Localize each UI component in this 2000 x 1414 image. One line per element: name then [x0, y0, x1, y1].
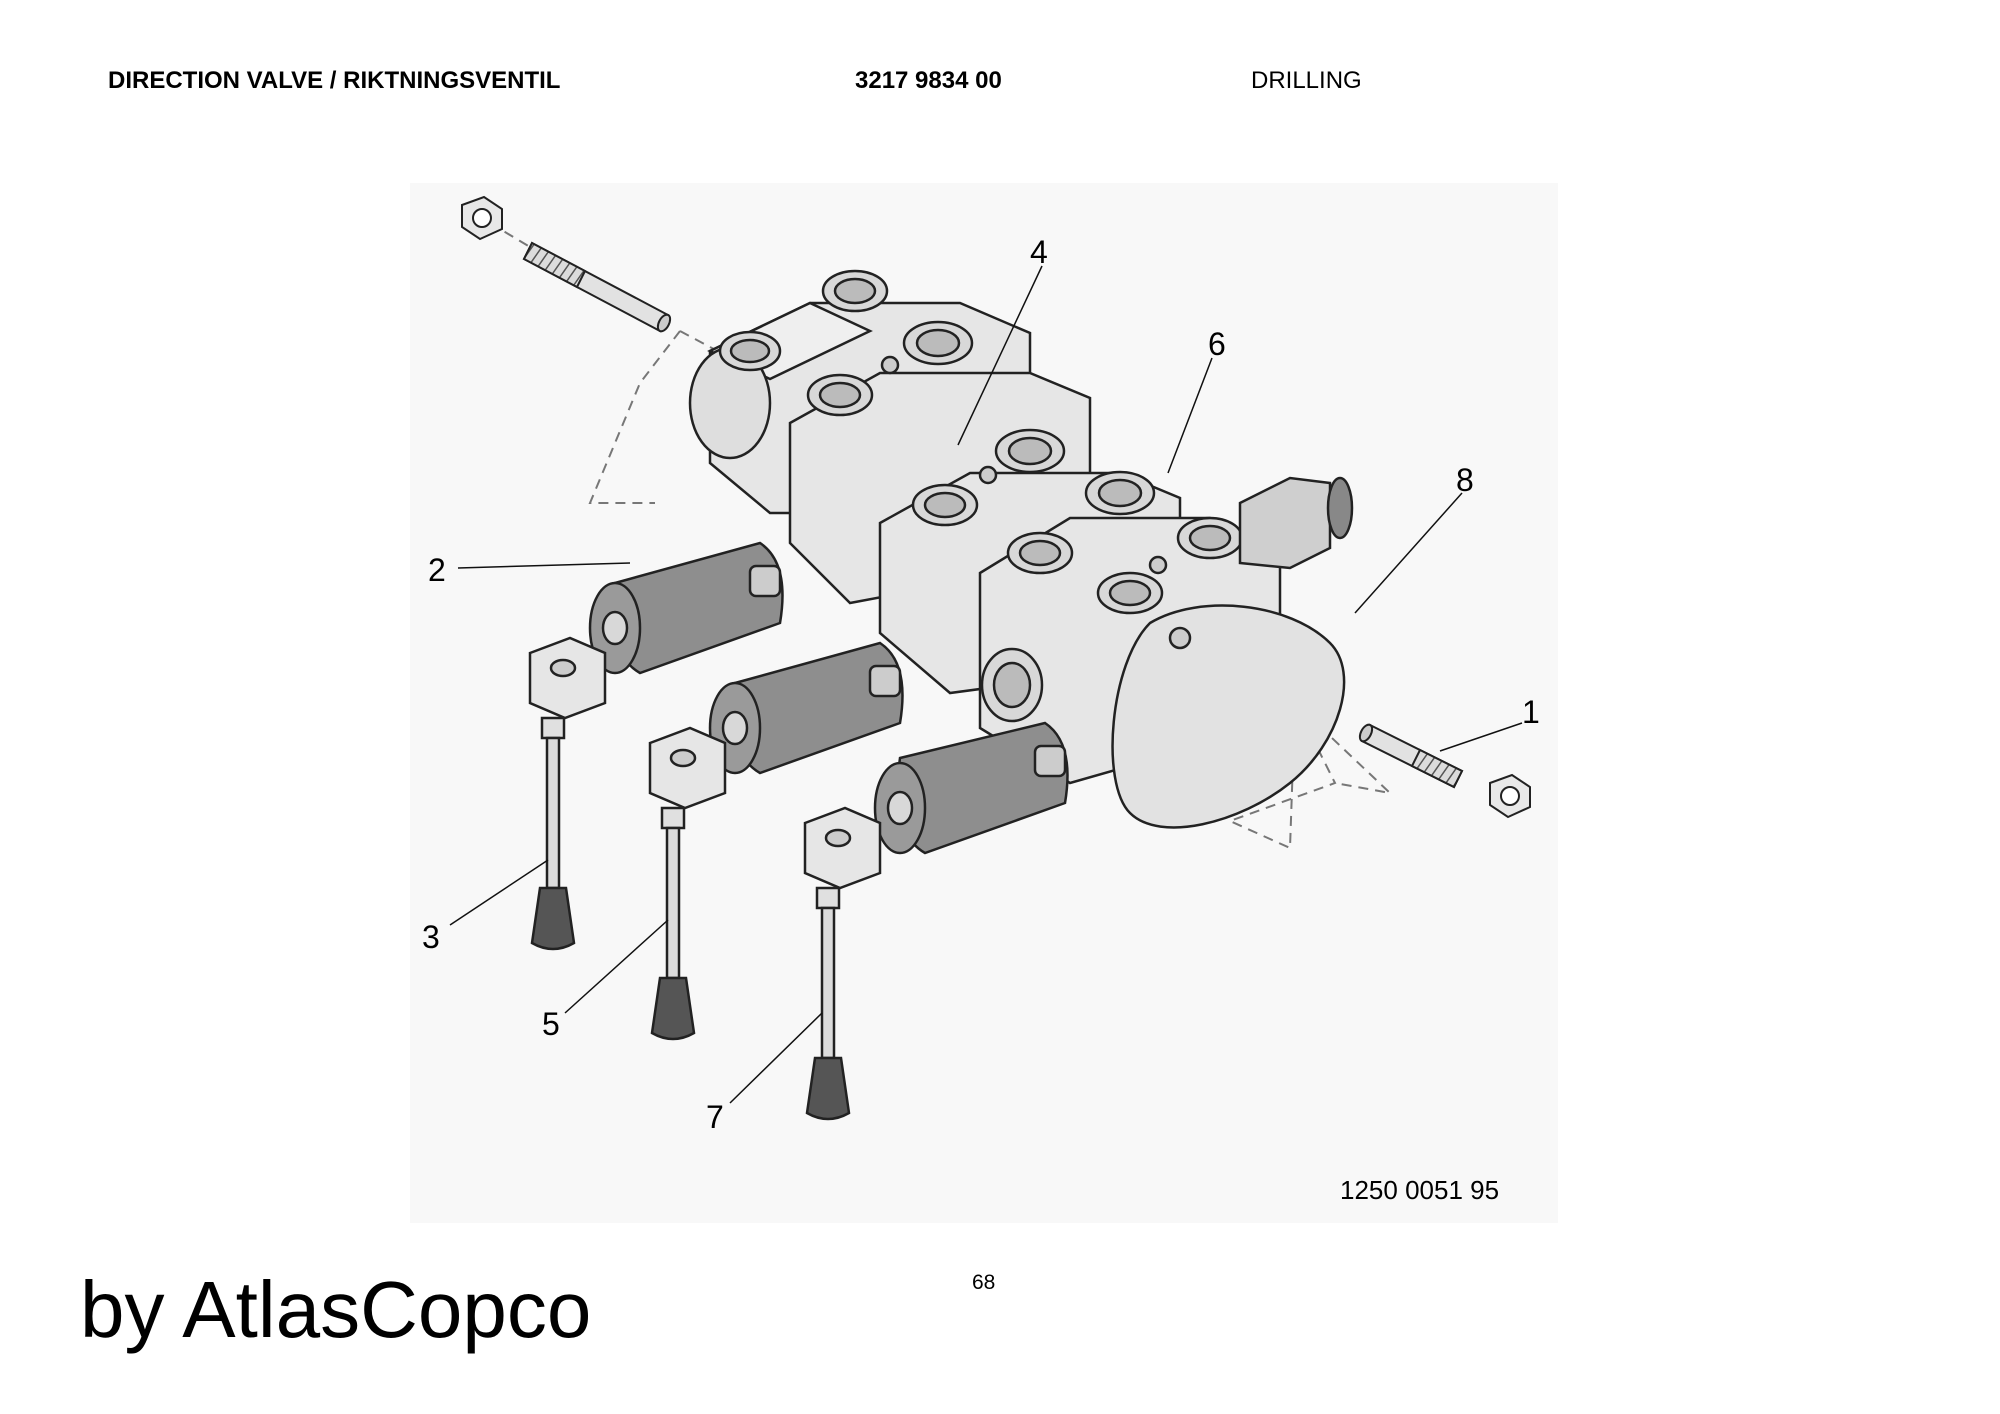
document-title: DIRECTION VALVE / RIKTNINGSVENTIL — [108, 67, 561, 94]
solenoid-right — [873, 721, 1069, 855]
callout-1: 1 — [1522, 694, 1540, 730]
leader-lines — [449, 265, 1523, 1104]
callout-8: 8 — [1456, 462, 1474, 498]
bolt-bottom-right — [1358, 723, 1464, 789]
solenoid-middle — [708, 641, 904, 775]
callout-5: 5 — [542, 1006, 560, 1042]
lever-middle — [648, 726, 727, 1041]
lever-right — [803, 806, 882, 1121]
callout-3: 3 — [422, 919, 440, 955]
bolt-top-left — [522, 241, 672, 333]
part-number: 3217 9834 00 — [855, 67, 1002, 94]
callout-6: 6 — [1208, 326, 1226, 362]
nut-bottom-right — [1489, 773, 1531, 819]
page-number: 68 — [972, 1271, 996, 1294]
direction-valve-drawing: 1 2 3 4 5 6 7 8 — [422, 195, 1540, 1135]
lever-left — [528, 636, 607, 951]
solenoid-left — [588, 541, 784, 675]
callout-4: 4 — [1030, 234, 1048, 270]
exploded-view-figure: 1 2 3 4 5 6 7 8 1250 0051 95 — [410, 183, 1558, 1223]
callout-7: 7 — [706, 1099, 724, 1135]
callout-numbers: 1 2 3 4 5 6 7 8 — [422, 234, 1540, 1135]
end-cover — [1111, 604, 1346, 829]
category-label: DRILLING — [1251, 67, 1362, 94]
nut-top-left — [461, 195, 503, 241]
relief-valve-cartridge — [1238, 476, 1354, 570]
drawing-number: 1250 0051 95 — [1340, 1175, 1500, 1205]
callout-2: 2 — [428, 552, 446, 588]
brand-label: by AtlasCopco — [80, 1265, 592, 1354]
